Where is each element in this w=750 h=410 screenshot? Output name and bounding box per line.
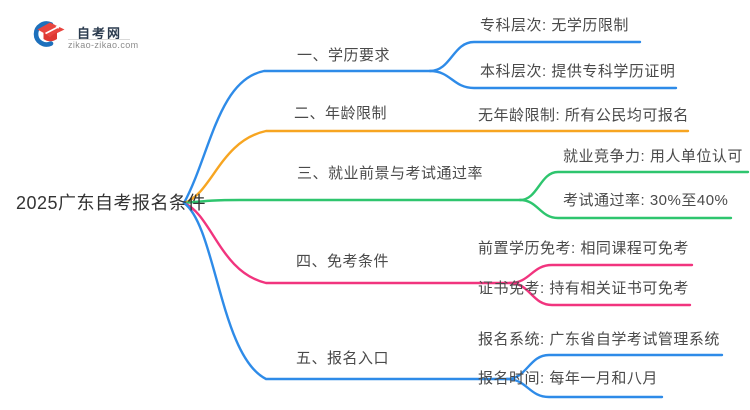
branch-5-line bbox=[182, 201, 509, 381]
logo-domain: zikao-zikao.com bbox=[68, 40, 139, 50]
branch-1-child-1[interactable]: 专科层次: 无学历限制 bbox=[480, 17, 629, 34]
graduation-cap-icon bbox=[33, 21, 65, 47]
branch-5-child-1[interactable]: 报名系统: 广东省自学考试管理系统 bbox=[478, 331, 720, 348]
branch-3-label[interactable]: 三、就业前景与考试通过率 bbox=[297, 165, 484, 182]
branch-4-child-1-line bbox=[508, 263, 694, 285]
branch-4-child-2[interactable]: 证书免考: 持有相关证书可免考 bbox=[478, 280, 689, 297]
branch-4-child-2-line bbox=[508, 281, 692, 307]
branch-3-child-1-line bbox=[518, 170, 750, 202]
branch-4-label[interactable]: 四、免考条件 bbox=[296, 253, 390, 270]
branch-3-line bbox=[182, 198, 522, 205]
branch-3-child-2-line bbox=[518, 198, 733, 220]
branch-2-child-1[interactable]: 无年龄限制: 所有公民均可报名 bbox=[478, 107, 689, 124]
branch-4-child-1[interactable]: 前置学历免考: 相同课程可免考 bbox=[478, 240, 689, 257]
branch-1-line bbox=[182, 69, 432, 205]
central-topic[interactable]: 2025广东自考报名条件 bbox=[16, 193, 207, 213]
branch-3-child-1[interactable]: 就业竞争力: 用人单位认可 bbox=[563, 148, 743, 165]
logo-separator bbox=[68, 39, 130, 40]
branch-2-label[interactable]: 二、年龄限制 bbox=[294, 105, 388, 122]
branch-4-line bbox=[182, 201, 512, 285]
logo-title: 自考网 bbox=[77, 26, 123, 41]
branch-5-child-2[interactable]: 报名时间: 每年一月和八月 bbox=[478, 370, 658, 387]
branch-1-child-1-line bbox=[428, 40, 642, 73]
site-logo[interactable]: 自考网 zikao-zikao.com bbox=[28, 20, 138, 50]
branch-2-line bbox=[182, 129, 690, 205]
branch-1-child-2[interactable]: 本科层次: 提供专科学历证明 bbox=[480, 63, 676, 80]
branch-5-child-1-line bbox=[505, 353, 724, 381]
branch-1-child-2-line bbox=[428, 69, 678, 90]
branch-5-child-2-line bbox=[505, 377, 664, 399]
branch-3-child-2[interactable]: 考试通过率: 30%至40% bbox=[563, 192, 729, 209]
branch-5-label[interactable]: 五、报名入口 bbox=[296, 350, 390, 367]
branch-1-label[interactable]: 一、学历要求 bbox=[297, 47, 391, 64]
